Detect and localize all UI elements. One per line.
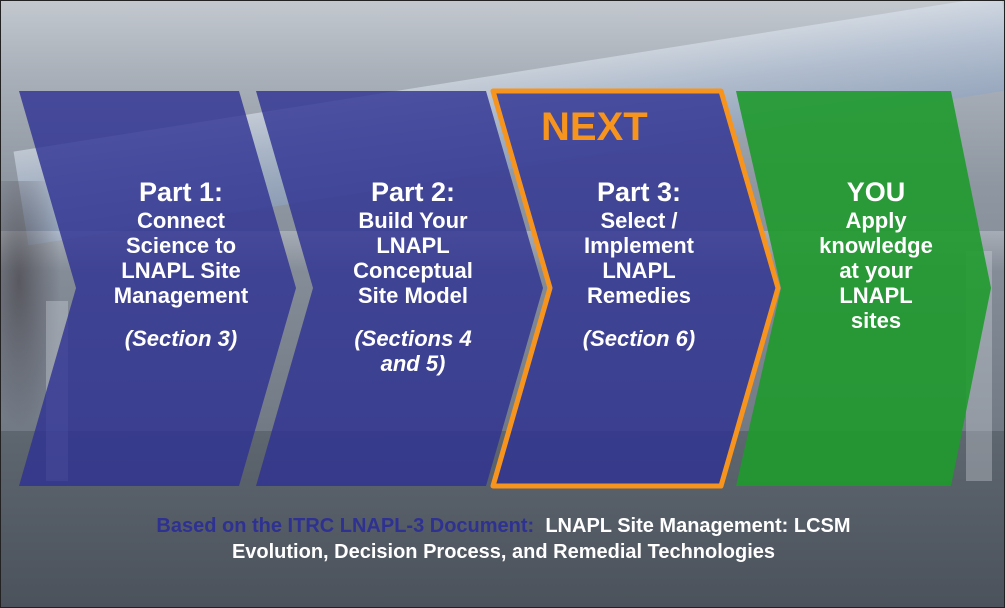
reference-title: LNAPL Site Management: LCSM xyxy=(545,515,851,537)
chevron-part-1 xyxy=(19,91,296,486)
step-section: and 5) xyxy=(380,351,446,377)
step-you: YOU Apply knowledge at your LNAPL sites xyxy=(801,177,951,333)
step-line: Site Model xyxy=(357,283,468,308)
step-title: Part 1: xyxy=(138,177,224,207)
step-line: Select / xyxy=(600,207,678,233)
step-title: Part 3: xyxy=(596,177,682,207)
step-section: (Section 6) xyxy=(582,326,696,352)
step-line: LNAPL xyxy=(376,232,450,258)
step-line: Build Your xyxy=(358,207,468,233)
chevron-you xyxy=(736,91,991,486)
step-line: Apply xyxy=(845,207,907,233)
step-line: at your xyxy=(839,257,913,283)
step-line: LNAPL xyxy=(839,283,913,308)
step-section: (Sections 4 xyxy=(354,326,472,352)
step-part-3: Part 3: Select / Implement LNAPL Remedie… xyxy=(549,177,729,351)
reference-line-1: Based on the ITRC LNAPL-3 Document: LNAP… xyxy=(1,513,1004,539)
next-badge: NEXT xyxy=(541,105,648,149)
step-line: LNAPL xyxy=(602,257,676,283)
step-part-1: Part 1: Connect Science to LNAPL Site Ma… xyxy=(81,177,281,351)
step-line: LNAPL Site xyxy=(121,257,241,283)
step-part-2: Part 2: Build Your LNAPL Conceptual Site… xyxy=(313,177,513,376)
step-line: Conceptual xyxy=(353,257,473,283)
step-line: Science to xyxy=(125,232,237,258)
step-line: Implement xyxy=(583,232,695,258)
step-line: Remedies xyxy=(587,283,691,308)
step-title: YOU xyxy=(846,177,906,207)
chevron-part-3 xyxy=(490,88,781,489)
step-line: knowledge xyxy=(819,232,933,258)
reference-line-2: Evolution, Decision Process, and Remedia… xyxy=(231,541,776,563)
step-line: Connect xyxy=(137,207,225,233)
reference-prefix: Based on the ITRC LNAPL-3 Document: xyxy=(156,515,535,537)
step-line: sites xyxy=(850,308,902,334)
document-reference: Based on the ITRC LNAPL-3 Document: LNAP… xyxy=(1,513,1004,565)
step-section: (Section 3) xyxy=(124,326,238,352)
chevron-part-2 xyxy=(256,91,543,486)
step-title: Part 2: xyxy=(370,177,456,207)
step-line: Management xyxy=(113,283,249,308)
